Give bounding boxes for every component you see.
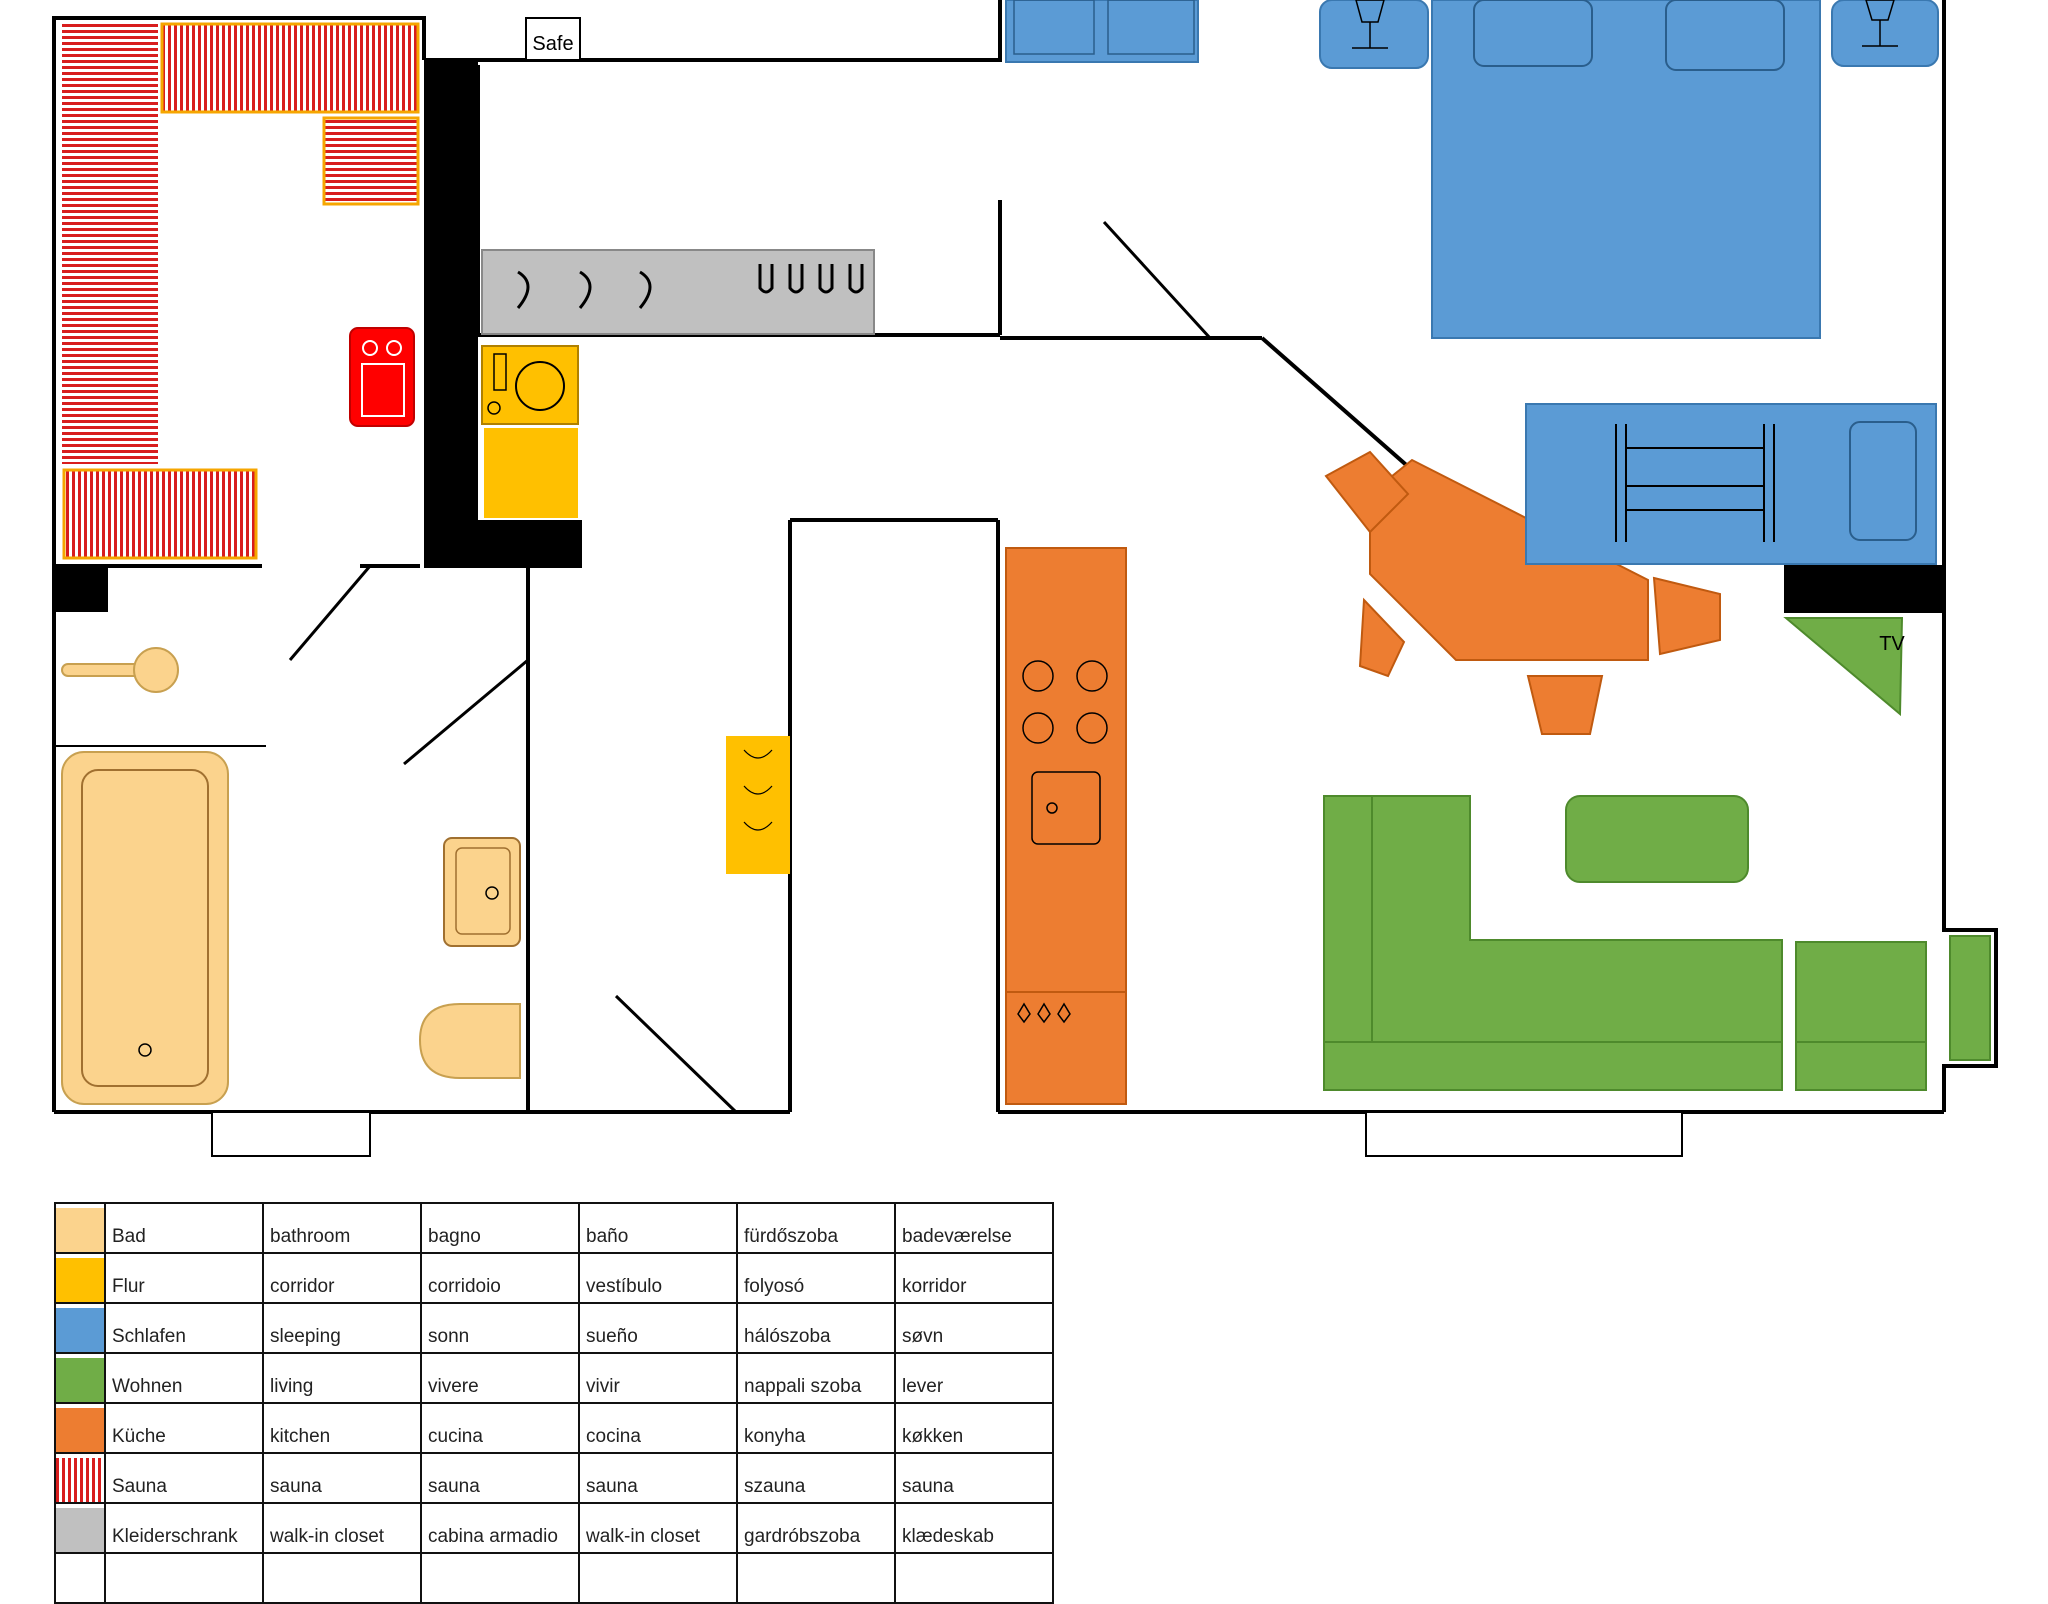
legend-cell: Flur [104, 1252, 264, 1304]
color-swatch [56, 1258, 104, 1302]
bath-sink [443, 837, 521, 947]
kitchen-counter [1005, 547, 1127, 1105]
coat-rack [726, 736, 790, 874]
legend-cell: badeværelse [894, 1202, 1054, 1254]
dining-table [1324, 450, 1721, 735]
legend-cell: cocina [578, 1402, 738, 1454]
legend-swatch [54, 1452, 106, 1504]
nightstand-left [1319, 0, 1429, 69]
safe: Safe [525, 17, 581, 61]
legend-cell [54, 1552, 106, 1604]
legend-cell: kitchen [262, 1402, 422, 1454]
side-shelf [1949, 935, 1991, 1061]
wardrobe-top [1005, 0, 1199, 63]
legend-cell: szauna [736, 1452, 896, 1504]
legend-cell: vivir [578, 1352, 738, 1404]
legend-cell: sauna [578, 1452, 738, 1504]
color-swatch [56, 1208, 104, 1252]
wall-blocks [54, 60, 1944, 613]
legend-swatch [54, 1352, 106, 1404]
nightstand-right [1831, 0, 1939, 67]
legend-cell: Küche [104, 1402, 264, 1454]
legend-cell: Bad [104, 1202, 264, 1254]
legend-cell: lever [894, 1352, 1054, 1404]
legend-cell: corridor [262, 1252, 422, 1304]
coffee-table [1565, 795, 1749, 883]
bunk-and-dresser [1525, 403, 1937, 565]
legend-cell: Schlafen [104, 1302, 264, 1354]
legend-cell: sauna [420, 1452, 580, 1504]
walk-in-closet [481, 249, 875, 335]
legend-cell: klædeskab [894, 1502, 1054, 1554]
legend-cell: bagno [420, 1202, 580, 1254]
legend-swatch [54, 1402, 106, 1454]
legend-cell: korridor [894, 1252, 1054, 1304]
legend-cell: walk-in closet [262, 1502, 422, 1554]
legend-cell: living [262, 1352, 422, 1404]
legend-cell [262, 1552, 422, 1604]
legend-cell [104, 1552, 264, 1604]
legend-cell: vestíbulo [578, 1252, 738, 1304]
washer [481, 345, 579, 518]
legend-row [54, 1552, 1054, 1604]
legend-cell: sueño [578, 1302, 738, 1354]
legend-cell: hálószoba [736, 1302, 896, 1354]
sauna-benches [62, 22, 420, 560]
legend-cell: corridoio [420, 1252, 580, 1304]
legend-cell: fürdőszoba [736, 1202, 896, 1254]
color-swatch [56, 1308, 104, 1352]
legend-cell: vivere [420, 1352, 580, 1404]
bed [1431, 0, 1821, 339]
legend-cell: cucina [420, 1402, 580, 1454]
color-swatch [56, 1458, 104, 1502]
legend-swatch [54, 1502, 106, 1554]
color-swatch [56, 1408, 104, 1452]
legend-cell: cabina armadio [420, 1502, 580, 1554]
tv-unit: TV [1783, 617, 1905, 717]
bathtub [61, 751, 229, 1105]
windows [211, 1111, 1683, 1157]
legend-cell: sauna [894, 1452, 1054, 1504]
legend-swatch [54, 1302, 106, 1354]
legend-cell: nappali szoba [736, 1352, 896, 1404]
shower [61, 647, 179, 693]
legend-cell: sleeping [262, 1302, 422, 1354]
legend-cell: køkken [894, 1402, 1054, 1454]
legend-cell [578, 1552, 738, 1604]
sofa [1323, 795, 1927, 1091]
legend-swatch [54, 1202, 106, 1254]
sauna-stove [349, 327, 415, 427]
legend-cell: folyosó [736, 1252, 896, 1304]
legend-cell [420, 1552, 580, 1604]
legend-cell: bathroom [262, 1202, 422, 1254]
legend-cell: gardróbszoba [736, 1502, 896, 1554]
legend-cell: sonn [420, 1302, 580, 1354]
legend-cell [894, 1552, 1054, 1604]
legend-swatch [54, 1252, 106, 1304]
legend-cell: konyha [736, 1402, 896, 1454]
legend-cell: Wohnen [104, 1352, 264, 1404]
legend-cell: walk-in closet [578, 1502, 738, 1554]
color-swatch [56, 1508, 104, 1552]
safe-label: Safe [532, 33, 573, 55]
legend-cell: sauna [262, 1452, 422, 1504]
doors [288, 220, 1212, 1114]
toilet [418, 1003, 521, 1079]
legend-cell [736, 1552, 896, 1604]
floor-plan: Safe [52, 0, 1998, 1157]
tv-label: TV [1879, 633, 1905, 655]
legend-cell: søvn [894, 1302, 1054, 1354]
legend-cell: baño [578, 1202, 738, 1254]
color-swatch [56, 1358, 104, 1402]
legend-cell: Sauna [104, 1452, 264, 1504]
legend-cell: Kleiderschrank [104, 1502, 264, 1554]
